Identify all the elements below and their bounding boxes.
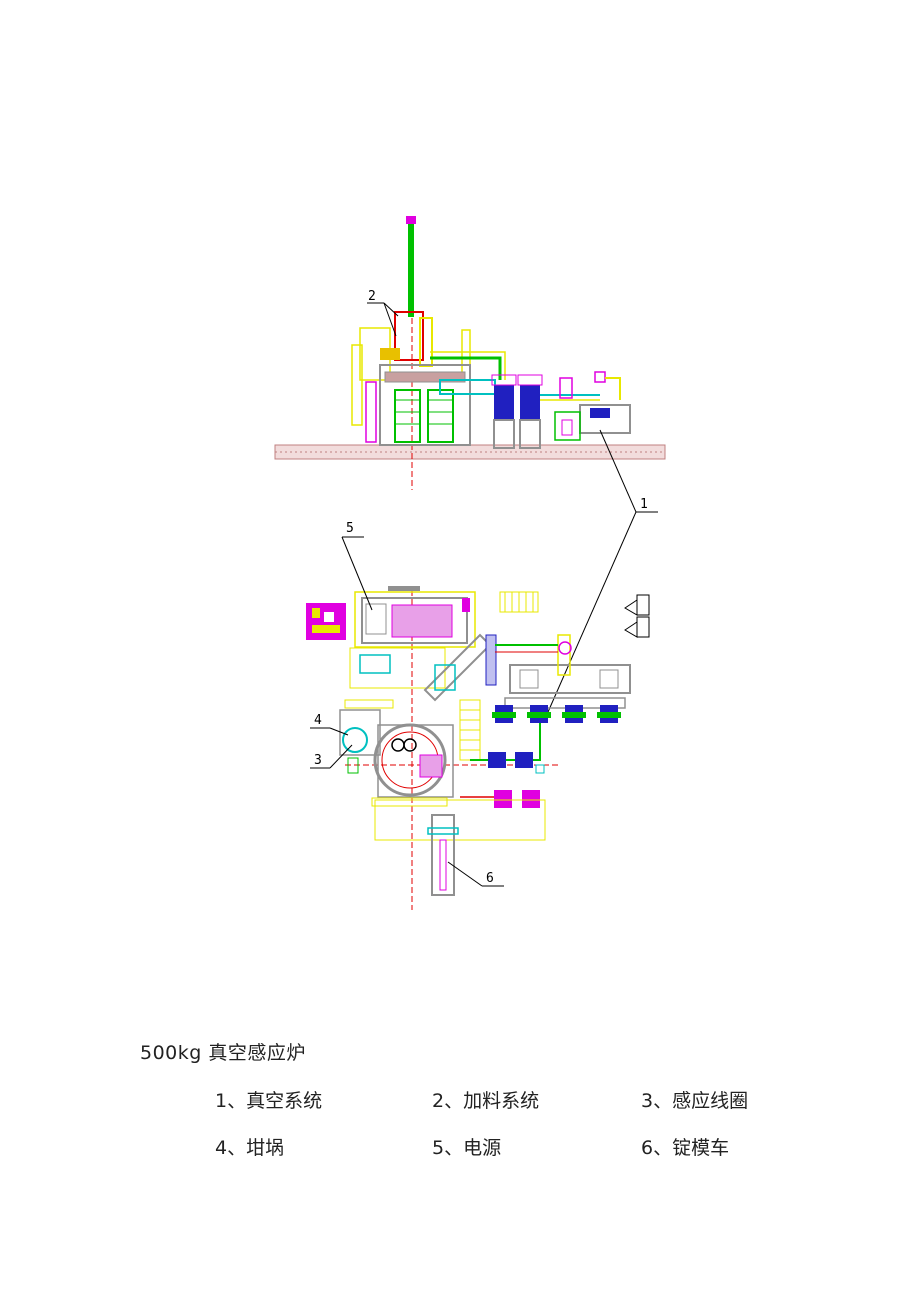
legend-crucible: 4、坩埚 [215,1137,285,1159]
power-supply [354,591,476,648]
svg-text:5: 5 [346,521,354,536]
furnace-layout-drawing: 2 1 [274,216,666,910]
callout-6: 6 [447,861,504,887]
callout-4: 4 [310,713,349,736]
caption-title: 500kg 真空感应炉 [140,1042,306,1064]
pump-magenta-1 [494,790,512,808]
callout-1: 1 [547,429,658,713]
ingot-mold-car [431,814,455,896]
svg-text:3: 3 [314,753,322,768]
furnace-body [379,364,471,446]
coil-station [339,709,381,756]
callout-3: 3 [310,744,353,769]
svg-text:4: 4 [314,713,322,728]
callout-5: 5 [341,521,373,611]
legend-ingot-mold-car: 6、锭模车 [641,1137,730,1159]
svg-text:1: 1 [640,497,648,512]
vacuum-pump-2 [520,385,540,420]
svg-text:2: 2 [368,289,376,304]
legend-power-supply: 5、电源 [432,1137,502,1159]
elevation-view [274,216,666,490]
legend-induction-coil: 3、感应线圈 [641,1090,749,1112]
feed-column [408,222,414,317]
svg-text:6: 6 [486,871,494,886]
pump-magenta-2 [522,790,540,808]
vacuum-pump-1 [494,385,514,420]
legend-vacuum-system: 1、真空系统 [215,1090,323,1112]
legend-feeding-system: 2、加料系统 [432,1090,540,1112]
north-symbol [636,594,650,616]
legend-row-2: 4、坩埚 5、电源 6、锭模车 [0,1133,920,1163]
plan-view [306,586,650,910]
legend-row-1: 1、真空系统 2、加料系统 3、感应线圈 [0,1086,920,1116]
callout-2: 2 [367,289,399,337]
